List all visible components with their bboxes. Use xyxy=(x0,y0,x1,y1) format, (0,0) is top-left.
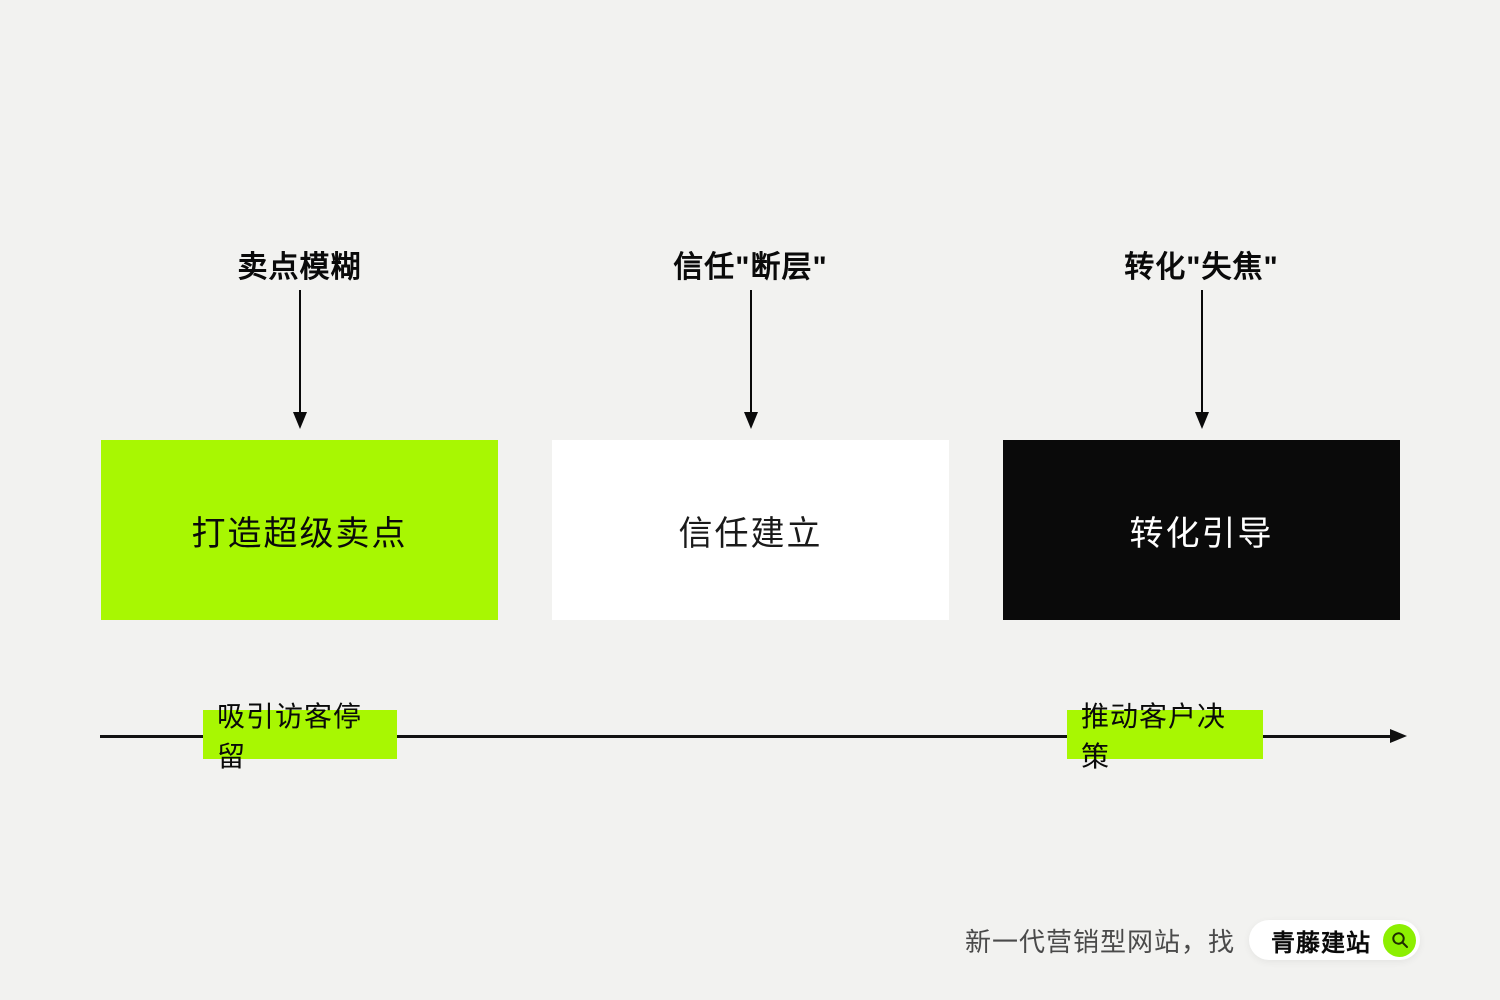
arrow-shaft xyxy=(298,290,301,412)
arrow-head xyxy=(743,412,758,429)
brand-name: 青藤建站 xyxy=(1271,929,1371,957)
timeline-label-text: 吸引访客停留 xyxy=(217,700,363,772)
down-arrow-icon xyxy=(552,290,949,430)
timeline-line xyxy=(100,735,1392,738)
timeline-arrowhead-icon xyxy=(1390,729,1407,743)
timeline-label-attract-visitors: 吸引访客停留 xyxy=(203,701,397,772)
problem-label-selling-point: 卖点模糊 xyxy=(237,251,362,284)
solution-box-conversion-guidance: 转化引导 xyxy=(1003,440,1400,620)
arrow-head xyxy=(1194,412,1209,429)
problem-label-trust-gap: 信任"断层" xyxy=(673,251,828,284)
search-icon xyxy=(1383,923,1416,957)
timeline-label-text: 推动客户决策 xyxy=(1081,700,1227,772)
solution-box-label: 转化引导 xyxy=(1129,514,1274,553)
brand-search-pill[interactable]: 青藤建站 xyxy=(1249,920,1420,960)
solution-box-label: 打造超级卖点 xyxy=(191,514,408,553)
arrow-shaft xyxy=(1200,290,1203,412)
problem-label-conversion-blur: 转化"失焦" xyxy=(1124,251,1279,284)
solution-box-super-selling-point: 打造超级卖点 xyxy=(101,440,498,620)
timeline-label-drive-decisions: 推动客户决策 xyxy=(1067,701,1263,772)
arrow-head xyxy=(292,412,307,429)
down-arrow-icon xyxy=(101,290,498,430)
solution-box-label: 信任建立 xyxy=(678,514,823,553)
arrow-shaft xyxy=(749,290,752,412)
footer-brand-lockup: 新一代营销型网站，找 青藤建站 xyxy=(965,920,1420,960)
footer-tagline: 新一代营销型网站，找 xyxy=(964,926,1235,957)
solution-box-trust-building: 信任建立 xyxy=(552,440,949,620)
down-arrow-icon xyxy=(1003,290,1400,430)
